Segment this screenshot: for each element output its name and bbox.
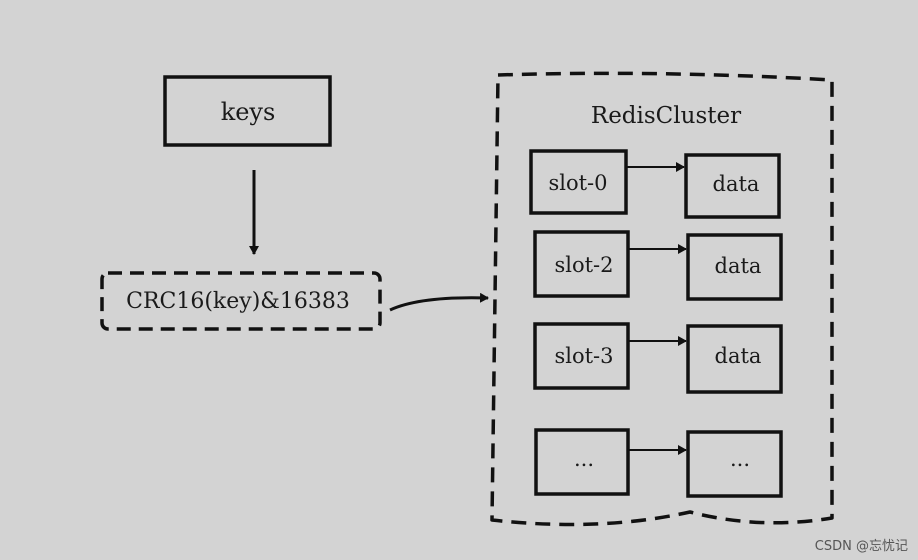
hash-function-label: CRC16(key)&16383 [126, 289, 350, 314]
hash-function-node: CRC16(key)&16383 [100, 271, 382, 331]
data-label: ... [730, 447, 750, 471]
slot-label: ... [574, 447, 594, 471]
slot-row: slot-3 data [533, 322, 783, 394]
slot-row: ... ... [534, 428, 783, 498]
slot-row: slot-2 data [533, 230, 783, 301]
slot-row: slot-0 data [529, 149, 781, 219]
hash-to-cluster-arrow [389, 292, 489, 312]
slot-label: slot-0 [548, 171, 607, 195]
data-label: data [713, 172, 760, 196]
redis-cluster-container: RedisCluster [490, 71, 834, 527]
slot-box [533, 322, 630, 390]
slot-box [529, 149, 628, 215]
data-box [684, 153, 781, 219]
watermark: CSDN @忘忧记 [814, 539, 908, 554]
data-box [686, 430, 783, 498]
slot-label: slot-2 [554, 253, 613, 277]
keys-node: keys [163, 75, 332, 147]
cluster-title: RedisCluster [591, 103, 741, 129]
keys-label: keys [221, 98, 276, 126]
slot-label: slot-3 [554, 344, 613, 368]
data-label: data [715, 344, 762, 368]
slot-box [534, 428, 630, 496]
data-box [686, 324, 783, 394]
data-box [686, 233, 783, 301]
slot-box [533, 230, 630, 298]
data-label: data [715, 254, 762, 278]
